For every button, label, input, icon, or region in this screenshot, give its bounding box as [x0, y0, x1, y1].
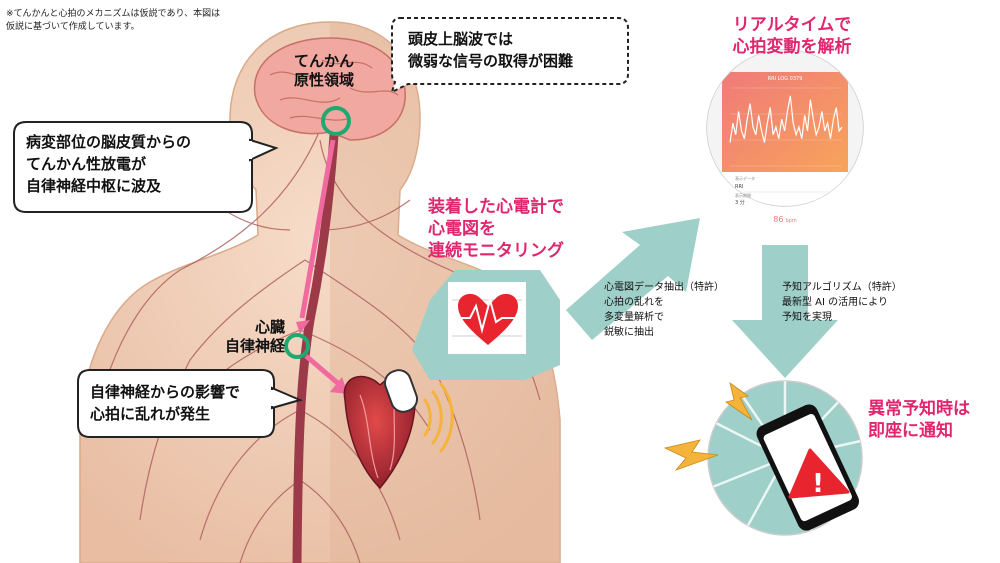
process-ecg-extract: 心電図データ抽出（特許） 心拍の乱れを 多変量解析で 鋭敏に抽出	[604, 280, 754, 340]
label-alert-title-line-2: 即座に通知	[868, 421, 953, 441]
process-ecg-extract-line-4: 鋭敏に抽出	[604, 327, 654, 338]
process-ecg-extract-line-3: 多変量解析で	[604, 312, 664, 323]
process-prediction-line-1: 予知アルゴリズム（特許）	[782, 282, 902, 293]
field1-value: RRI	[735, 184, 743, 190]
bubble-lesion	[13, 121, 279, 213]
ecg-panel	[412, 270, 560, 380]
field2-label: 表示期間	[735, 192, 751, 198]
label-heart-nerve-line-1: 心臓	[254, 318, 285, 336]
epilepsy-focus-marker	[321, 106, 351, 136]
phone-screen-title: RRI LOG 0379	[768, 76, 803, 82]
bubble-scalp	[390, 17, 629, 94]
disclaimer-line-1: ※てんかんと心拍のメカニズムは仮説であり、本図は	[6, 9, 221, 19]
label-epilepsy-origin: てんかん 原性領域	[276, 52, 372, 90]
brain-illustration	[253, 37, 406, 141]
bubble-autonomic-line-1: 自律神経からの影響で	[90, 383, 241, 401]
label-epilepsy-origin-line-1: てんかん	[293, 52, 354, 70]
label-realtime-title-line-2: 心拍変動を解析	[732, 37, 852, 57]
bubble-lesion-line-3: 自律神経中枢に波及	[26, 177, 162, 195]
process-ecg-extract-line-2: 心拍の乱れを	[604, 297, 664, 308]
disclaimer-note: ※てんかんと心拍のメカニズムは仮説であり、本図は 仮説に基づいて作成しています。	[6, 8, 266, 34]
label-alert-title-line-1: 異常予知時は	[868, 399, 970, 419]
rri-line-chart	[729, 87, 843, 167]
field2-value: 3 分	[735, 199, 745, 206]
alert-circle: !	[707, 380, 863, 536]
label-alert-title: 異常予知時は 即座に通知	[868, 398, 988, 442]
label-realtime-title-line-1: リアルタイムで	[732, 15, 852, 35]
ecg-sensor-device	[383, 369, 419, 413]
disclaimer-line-2: 仮説に基づいて作成しています。	[6, 22, 140, 32]
discharge-arrow	[296, 139, 336, 334]
label-ecg-title-line-1: 装着した心電計で	[428, 197, 564, 217]
process-prediction-line-2: 最新型 AI の活用により	[782, 297, 888, 308]
lightning-icon	[663, 439, 719, 471]
heart-nerve-marker	[284, 333, 310, 359]
label-epilepsy-origin-line-2: 原性領域	[293, 71, 354, 89]
svg-text:!: !	[812, 469, 824, 499]
heart-ecg-icon	[458, 293, 518, 345]
bubble-lesion-line-2: てんかん性放電が	[26, 155, 147, 173]
flow-arrow-to-alert	[732, 245, 838, 378]
process-prediction: 予知アルゴリズム（特許） 最新型 AI の活用により 予知を実現	[782, 280, 932, 325]
flow-arrow-to-analysis	[566, 218, 700, 340]
spinal-cord	[292, 115, 340, 563]
process-ecg-extract-line-1: 心電図データ抽出（特許）	[604, 282, 724, 293]
rri-series-line	[729, 95, 843, 143]
bubble-scalp-line-2: 微弱な信号の取得が困難	[408, 52, 574, 70]
process-prediction-line-3: 予知を実現	[782, 312, 832, 323]
label-heart-nerve: 心臓 自律神経	[205, 318, 285, 356]
label-heart-nerve-line-2: 自律神経	[224, 337, 285, 355]
label-ecg-title: 装着した心電計で 心電図を 連続モニタリング	[428, 196, 588, 262]
signal-waves-icon	[423, 382, 454, 453]
label-realtime-title: リアルタイムで 心拍変動を解析	[712, 14, 872, 58]
bubble-autonomic-line-2: 心拍に乱れが発生	[90, 405, 211, 423]
bubble-scalp-text: 頭皮上脳波では 微弱な信号の取得が困難	[408, 28, 623, 72]
bubble-autonomic-text: 自律神経からの影響で 心拍に乱れが発生	[90, 381, 272, 425]
bubble-lesion-line-1: 病変部位の脳皮質からの	[26, 133, 192, 151]
heart-influence-arrow	[304, 354, 348, 394]
bubble-lesion-text: 病変部位の脳皮質からの てんかん性放電が 自律神経中枢に波及	[26, 131, 251, 197]
bubble-scalp-line-1: 頭皮上脳波では	[408, 30, 514, 48]
warning-icon: !	[788, 448, 850, 499]
label-ecg-title-line-2: 心電図を	[428, 219, 496, 239]
field1-label: 表示データ	[735, 175, 755, 181]
lightning-icon-2	[725, 382, 753, 421]
bubble-autonomic	[77, 369, 303, 438]
label-ecg-title-line-3: 連続モニタリング	[428, 241, 564, 261]
